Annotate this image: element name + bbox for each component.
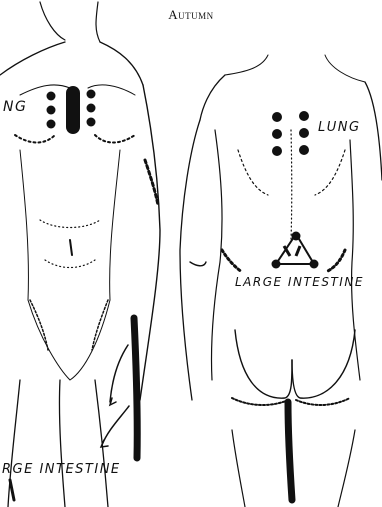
lung-point [87, 90, 96, 99]
lung-points-back [272, 111, 309, 156]
lung-point [299, 145, 309, 155]
lung-label-back: LUNG [318, 120, 361, 135]
large-intestine-point [310, 260, 319, 269]
large-intestine-point [292, 232, 301, 241]
lung-channel-mark [66, 86, 80, 134]
lung-point [87, 118, 96, 127]
lung-point [272, 129, 282, 139]
lung-point [47, 106, 56, 115]
large-intestine-label-front: RGE INTESTINE [2, 462, 121, 477]
lung-point [87, 104, 96, 113]
lung-point [272, 112, 282, 122]
lung-point [47, 92, 56, 101]
lung-points-front [47, 86, 96, 134]
lung-point [47, 120, 56, 129]
lung-point [299, 128, 309, 138]
large-intestine-point [272, 260, 281, 269]
lung-label-front: NG [3, 99, 27, 115]
lung-point [272, 146, 282, 156]
lung-point [299, 111, 309, 121]
large-intestine-label-back: LARGE INTESTINE [235, 275, 364, 289]
large-intestine-back [272, 232, 319, 269]
